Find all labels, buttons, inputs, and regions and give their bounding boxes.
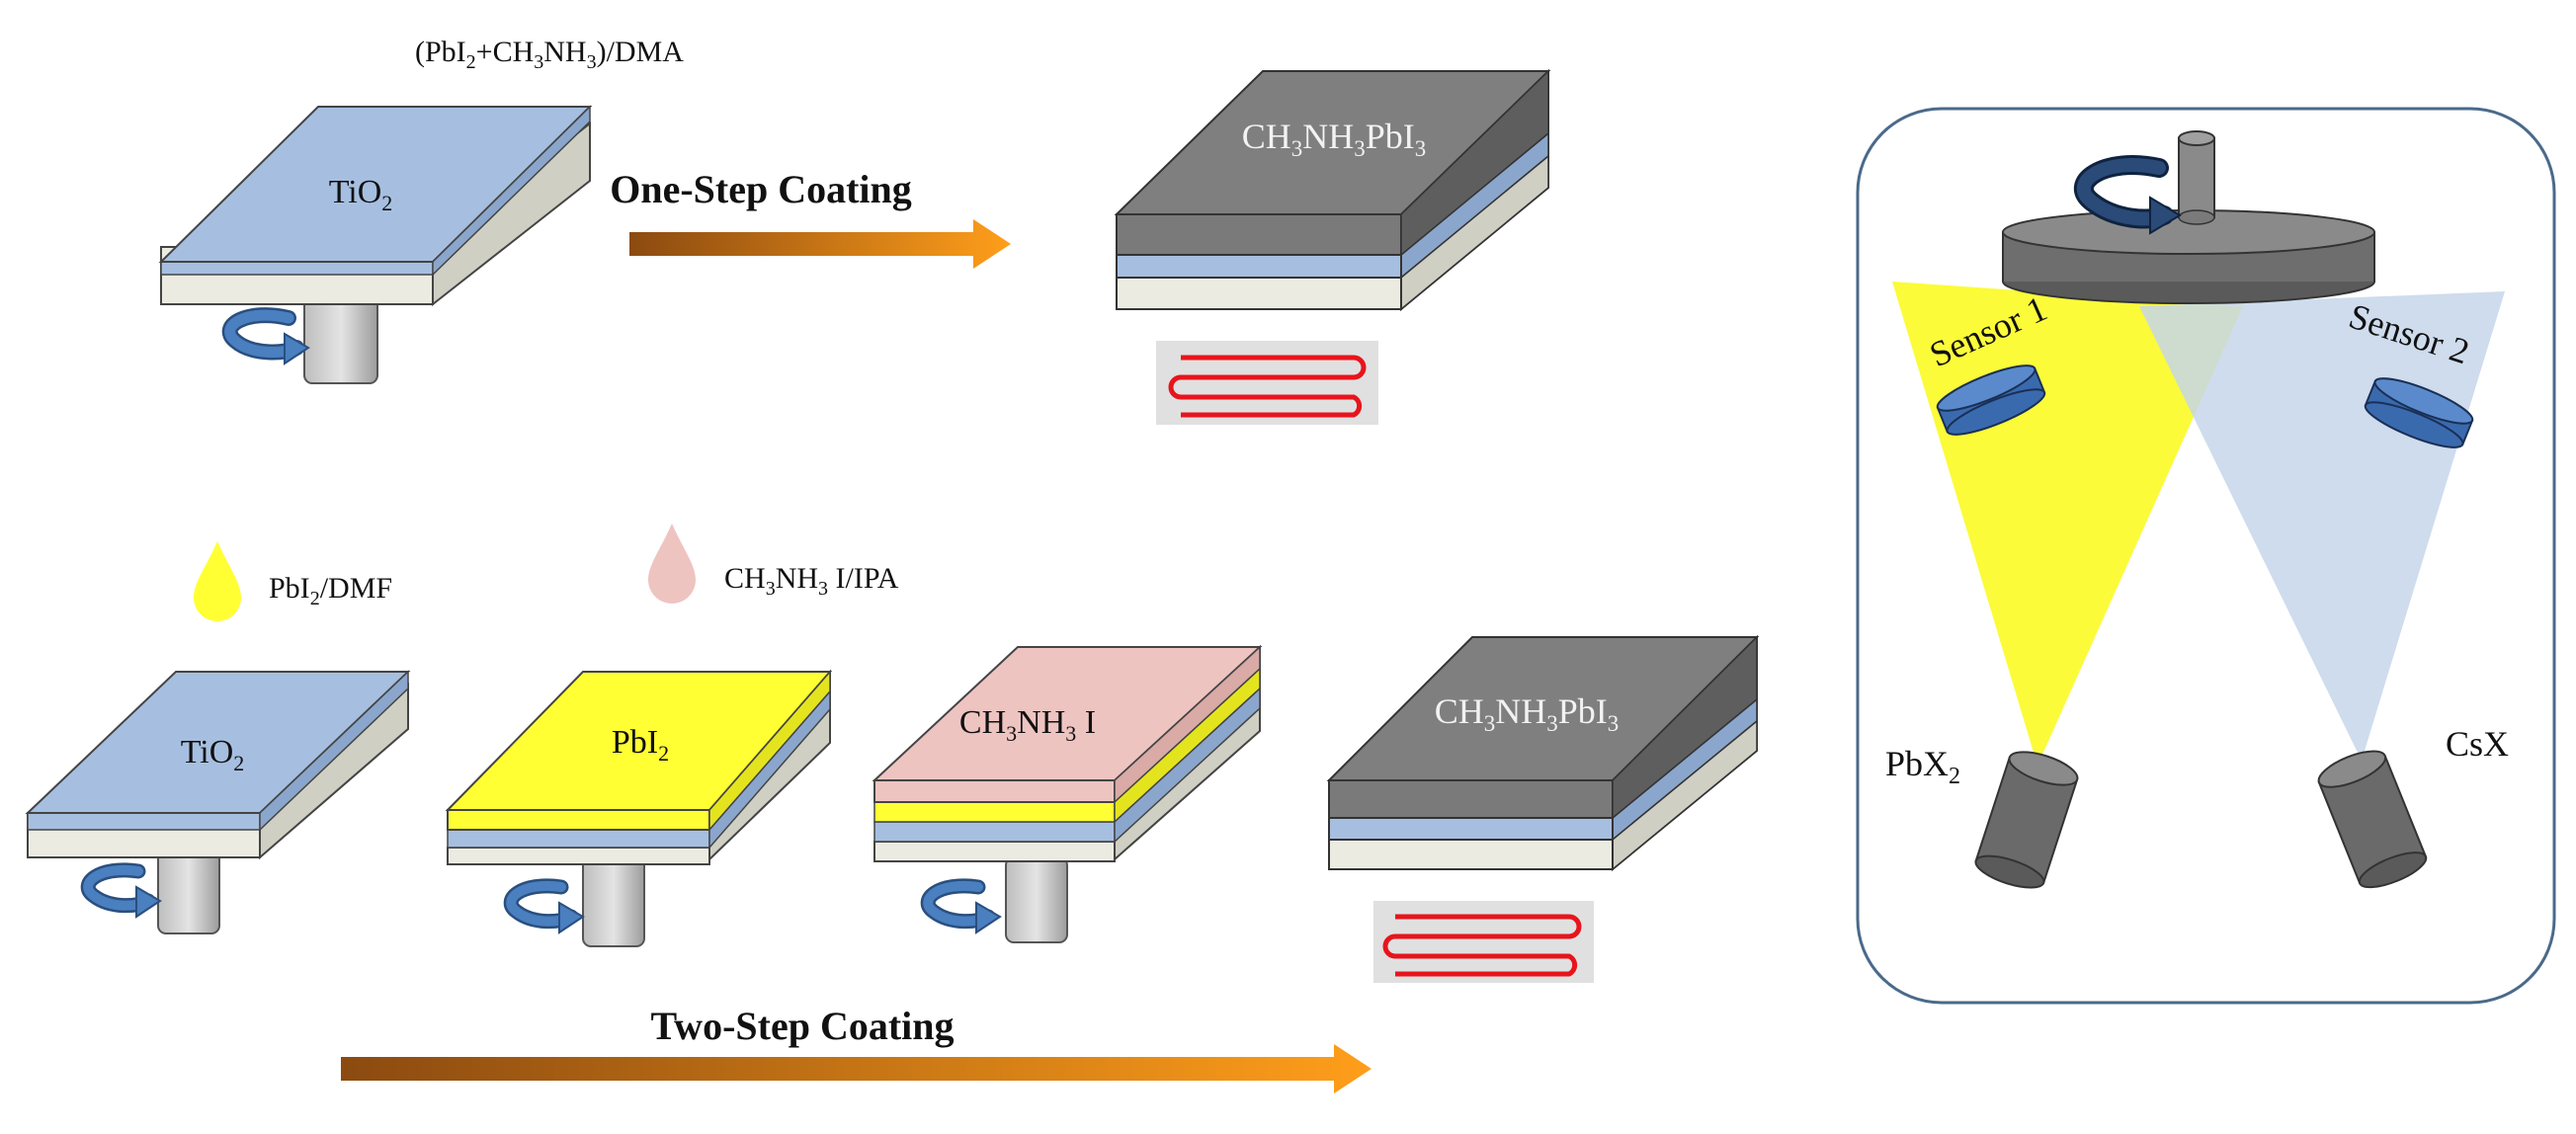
sensor-2-icon [2364,377,2474,448]
one-step-product-film: CH3NH3PbI3 [1114,68,1551,312]
csx-source-crucible [2317,750,2428,889]
csx-label: CsX [2446,724,2509,764]
one-step-arrow-label: One-Step Coating [610,167,912,211]
layer-label: PbI2 [612,724,669,766]
two-step-arrow-label: Two-Step Coating [650,1004,954,1048]
precursor-label: (PbI2+CH3NH3)/DMA [415,36,684,73]
spin-direction-icon [80,862,162,919]
spin-direction-icon [920,878,1002,934]
product-label: CH3NH3PbI3 [1242,117,1427,161]
drop-mai-icon [648,524,696,604]
evaporation-panel: Sensor 1 Sensor 2 PbX2 CsX [1856,107,2556,1005]
two-step-product-film: CH3NH3PbI3 [1326,634,1760,872]
one-step-substrate: TiO2 [158,105,593,384]
pbx2-source-crucible [1974,751,2079,889]
anneal-heater-icon [1156,341,1378,425]
spin-direction-icon [503,878,585,934]
drop-pbi2-icon [194,541,241,621]
anneal-heater-icon [1373,901,1594,983]
product-label: CH3NH3PbI3 [1435,691,1620,736]
substrate-label: TiO2 [181,734,245,775]
two-step-substrate: TiO2 [25,670,411,934]
pbx2-label: PbX2 [1885,744,1960,789]
sensor-1-icon [1936,364,2046,436]
one-step-arrow: One-Step Coating [610,167,1011,269]
drop-mai-label: CH3NH3 I/IPA [724,562,899,600]
rotation-arrow-icon [2073,155,2182,235]
two-step-arrow: Two-Step Coating [341,1004,1371,1094]
drop-pbi2-label: PbI2/DMF [269,572,392,609]
layer-label: CH3NH3 I [959,704,1096,746]
substrate-label: TiO2 [329,174,393,215]
two-step-mai-film: CH3NH3 I [872,644,1263,943]
spin-direction-icon [221,307,310,365]
rotating-substrate-holder [2002,130,2375,304]
two-step-pbi2-film: PbI2 [445,669,833,947]
